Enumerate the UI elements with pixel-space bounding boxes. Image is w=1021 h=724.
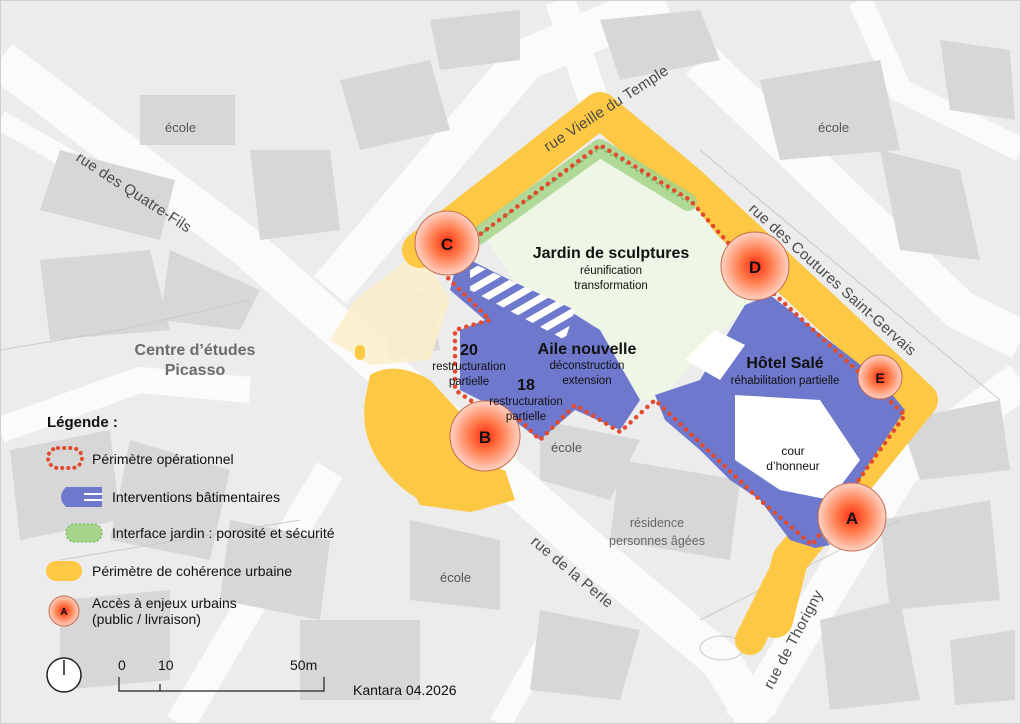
legend-label-access-line1: Accès à enjeux urbains (92, 595, 237, 611)
place-label-residence-line1: résidence (630, 516, 684, 530)
access-point-c: C (414, 210, 480, 276)
place-label-cour-line2: d’honneur (766, 459, 819, 473)
legend-swatch-garden-interface (65, 523, 103, 543)
legend-swatch-access-circle (48, 595, 80, 627)
legend-label-coherence-perimeter: Périmètre de cohérence urbaine (92, 563, 292, 579)
access-point-d: D (720, 231, 790, 301)
scale-tick-50: 50m (290, 657, 317, 673)
legend-label-garden-interface: Interface jardin : porosité et sécurité (112, 525, 335, 541)
legend-swatch-access-letter: A (60, 607, 67, 618)
legend-label-building-interventions: Interventions bâtimentaires (112, 489, 280, 505)
urban-coherence-perimeter (355, 92, 938, 655)
zone-b20-line1: restructuration (432, 361, 506, 373)
place-label-ecole: école (440, 570, 471, 585)
place-label-ecole: école (818, 120, 849, 135)
north-arrow (46, 657, 82, 693)
place-label-centre-picasso-line1: Centre d’études (135, 342, 256, 359)
legend-swatch-building-interventions (61, 487, 102, 507)
legend-label-operational-perimeter: Périmètre opérationnel (92, 451, 234, 467)
legend-swatch-operational-perimeter (46, 446, 84, 470)
zone-hotel-title: Hôtel Salé (746, 355, 823, 372)
access-letter-b: B (479, 428, 491, 447)
legend: Légende : Périmètre opérationnel Interve… (46, 414, 335, 627)
credit: Kantara 04.2026 (353, 682, 457, 698)
legend-label-access-line2: (public / livraison) (92, 611, 201, 627)
place-label-cour-line1: cour (781, 444, 804, 458)
legend-swatch-coherence-perimeter (46, 561, 82, 581)
zone-b20-number: 20 (460, 342, 478, 359)
zone-aile-line2: extension (562, 375, 611, 387)
scale-tick-10: 10 (158, 657, 174, 673)
operational-perimeter (437, 142, 908, 548)
zone-b18-number: 18 (517, 377, 535, 394)
zone-aile-title: Aile nouvelle (538, 341, 637, 358)
access-letter-a: A (846, 509, 858, 528)
access-point-a: A (817, 482, 887, 552)
access-letter-d: D (749, 258, 761, 277)
scale-tick-0: 0 (118, 657, 126, 673)
place-label-ecole: école (551, 440, 582, 455)
legend-title: Légende : (47, 414, 118, 431)
zone-b18-line1: restructuration (489, 396, 563, 408)
zone-jardin-title: Jardin de sculptures (533, 245, 690, 262)
building-interventions (450, 260, 905, 548)
zone-jardin-line1: réunification (580, 265, 642, 277)
light-coherence-area (330, 250, 450, 365)
access-letter-e: E (875, 370, 884, 386)
place-label-centre-picasso-line2: Picasso (165, 362, 226, 379)
access-point-b: B (449, 400, 521, 472)
zone-hotel-line1: réhabilitation partielle (731, 375, 840, 387)
zone-jardin-line2: transformation (574, 280, 648, 292)
zone-aile-line1: déconstruction (550, 360, 625, 372)
coherence-blob-southwest (400, 470, 515, 512)
access-point-e: E (857, 354, 903, 400)
zone-b18-line2: partielle (506, 411, 546, 423)
zone-b20-line2: partielle (449, 376, 489, 388)
place-label-residence-line2: personnes âgées (609, 534, 705, 548)
building-blocks (10, 10, 1015, 710)
access-letter-c: C (441, 235, 453, 254)
scale-bar: 0 10 50m (118, 657, 325, 692)
place-label-ecole: école (165, 120, 196, 135)
